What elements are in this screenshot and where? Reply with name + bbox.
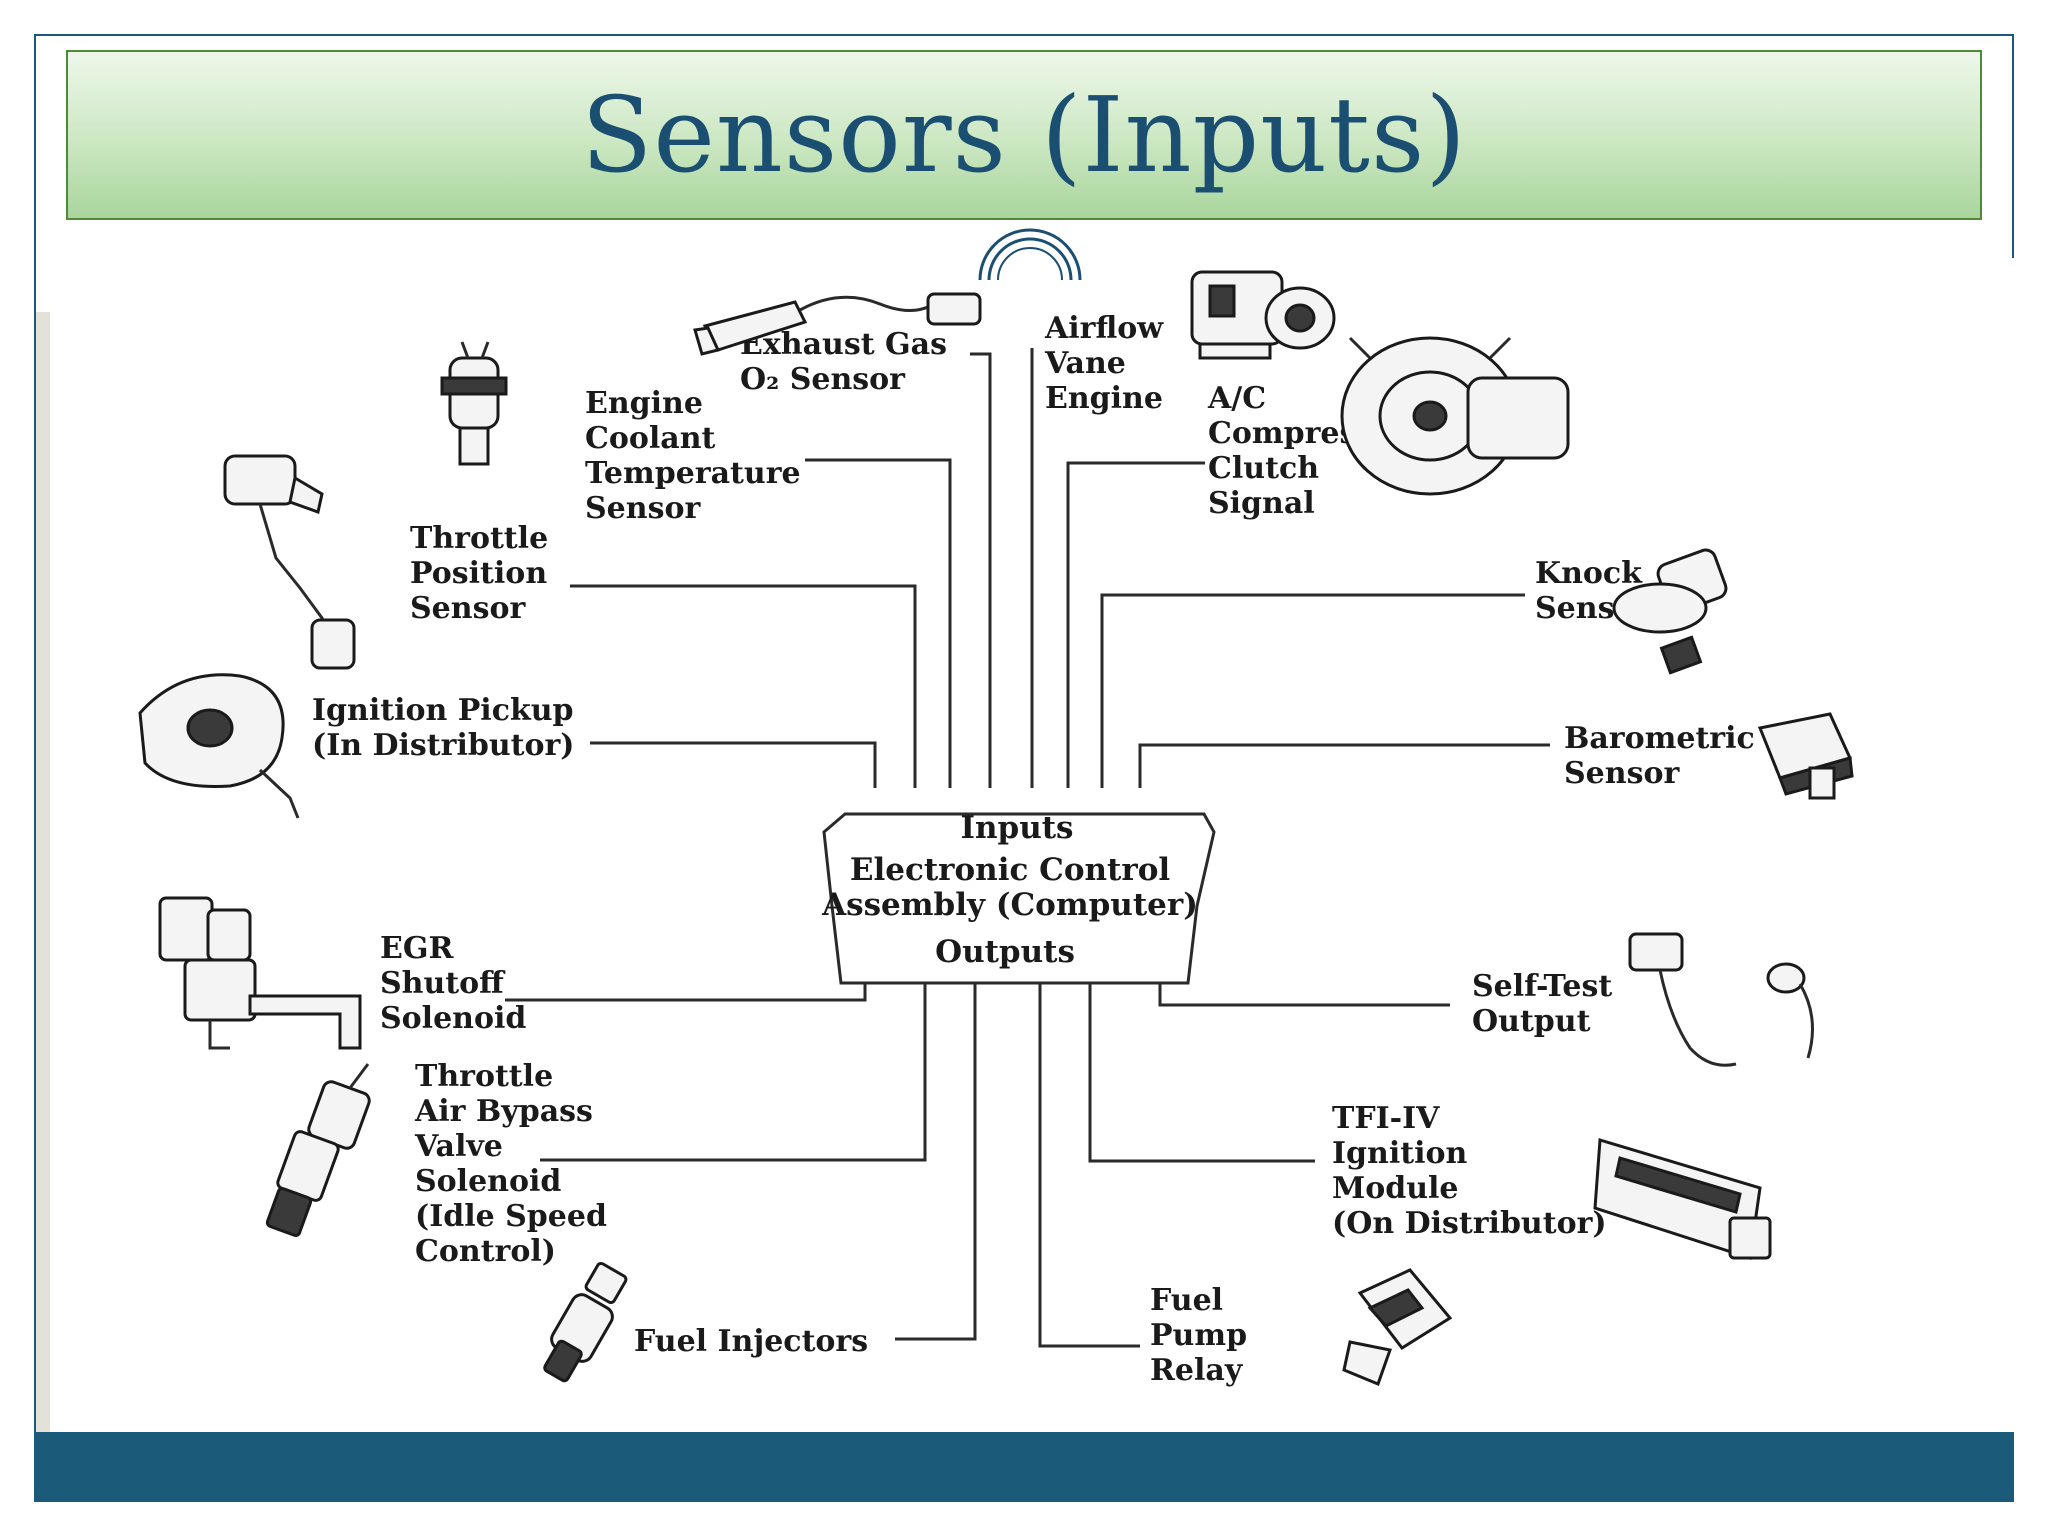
label-fuel-pump-relay: Fuel Pump Relay (1150, 1283, 1258, 1388)
ecu-name-line1: Electronic Control (850, 852, 1170, 888)
knock-sensor-icon (1612, 548, 1728, 675)
fuel-injector-icon (543, 1261, 628, 1383)
label-ignition-pickup: Ignition Pickup (In Distributor) (312, 693, 584, 763)
title-bar: Sensors (Inputs) (66, 50, 1982, 220)
ecu-inputs-label: Inputs (960, 810, 1073, 846)
ac-compressor-icon (1340, 336, 1570, 496)
airflow-meter-icon (1190, 270, 1336, 360)
fuel-pump-relay-icon (1342, 1268, 1453, 1386)
label-egr-shutoff-solenoid: EGR Shutoff Solenoid (380, 931, 526, 1036)
label-tfi-iv-ignition-module: TFI-IV Ignition Module (On Distributor) (1332, 1101, 1607, 1241)
ecu-outputs-label: Outputs (935, 934, 1075, 970)
label-throttle-position-sensor: Throttle Position Sensor (410, 521, 559, 626)
coolant-sensor-icon (440, 341, 508, 466)
input-wires (570, 348, 1550, 788)
output-wires (505, 983, 1450, 1348)
label-airflow-vane-meter: Airflow Vane Engine (1044, 311, 1174, 416)
air-bypass-valve-icon (265, 1063, 371, 1237)
throttle-position-sensor-icon (223, 454, 356, 670)
barometric-sensor-icon (1757, 712, 1854, 800)
footer-band (34, 1432, 2014, 1502)
ignition-module-icon (1593, 1138, 1772, 1260)
ecu-diagram: Inputs Electronic Control Assembly (Comp… (138, 270, 1854, 1388)
label-engine-coolant-sensor: Engine Coolant Temperature Sensor (585, 386, 811, 526)
label-fuel-injectors: Fuel Injectors (634, 1324, 868, 1359)
title-ornament-icon (978, 228, 1082, 281)
label-throttle-air-bypass-valve: Throttle Air Bypass Valve Solenoid (Idle… (414, 1059, 617, 1269)
egr-solenoid-icon (158, 896, 362, 1050)
ignition-pickup-icon (138, 673, 300, 819)
slide-title: Sensors (Inputs) (581, 74, 1467, 196)
ecu-name-line2: Assembly (Computer) (821, 887, 1198, 923)
label-ac-compressor-signal: A/C Compressor Clutch Signal (1207, 381, 1420, 521)
oxygen-sensor-icon (693, 292, 982, 356)
ecu-box: Inputs Electronic Control Assembly (Comp… (821, 810, 1216, 985)
label-self-test-output: Self-Test Output (1472, 969, 1623, 1039)
self-test-connector-icon (1628, 932, 1814, 1067)
label-exhaust-gas-sensor: Exhaust Gas O₂ Sensor (740, 327, 957, 397)
diagram-panel: Inputs Electronic Control Assembly (Comp… (50, 258, 2014, 1432)
label-barometric-sensor: Barometric Sensor (1564, 721, 1765, 791)
left-accent-strip (36, 312, 50, 1432)
